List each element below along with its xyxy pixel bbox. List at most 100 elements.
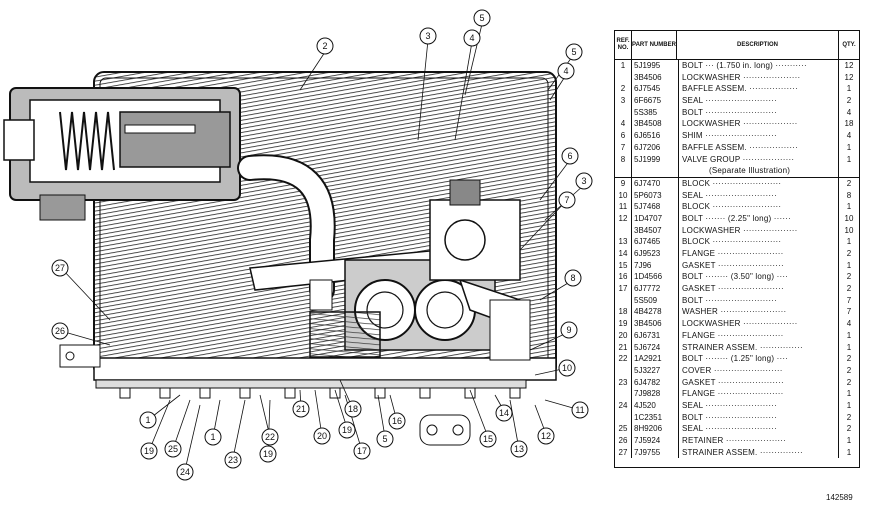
ref-cell (615, 165, 632, 177)
part-number-cell: 1D4566 (632, 271, 679, 284)
callout-24: 24 (176, 463, 194, 481)
ref-cell: 11 (615, 201, 632, 213)
ref-cell: 7 (615, 141, 632, 154)
qty-cell: 1 (838, 83, 859, 96)
qty-cell: 4 (838, 130, 859, 142)
description-cell: WASHER ······················· (682, 307, 787, 317)
svg-text:3: 3 (425, 31, 430, 41)
part-number-cell: 6J7470 (632, 177, 679, 190)
svg-text:19: 19 (342, 425, 352, 435)
description-cell: (Separate Illustration) (709, 166, 791, 176)
ref-cell: 24 (615, 399, 632, 412)
svg-text:9: 9 (566, 325, 571, 335)
description-cell: BOLT ··· (1.750 in. long) ··········· (682, 61, 807, 70)
ref-cell: 19 (615, 318, 632, 330)
svg-text:26: 26 (55, 326, 65, 336)
description-cell: BLOCK ························ (682, 237, 782, 247)
svg-text:18: 18 (348, 404, 358, 414)
qty-cell: 2 (838, 95, 859, 107)
qty-cell: 1 (838, 259, 859, 272)
svg-text:19: 19 (263, 449, 273, 459)
description-cell: STRAINER ASSEM. ··············· (682, 342, 803, 352)
description-cell: BOLT ························· (682, 107, 777, 117)
part-number-cell: 5J1995 (632, 60, 679, 72)
part-number-cell: 3B4506 (632, 71, 679, 84)
svg-text:4: 4 (469, 33, 474, 43)
part-number-cell: 6J6731 (632, 329, 679, 342)
svg-text:10: 10 (562, 363, 572, 373)
qty-cell: 4 (838, 318, 859, 330)
bottom-bolts (119, 387, 521, 446)
part-number-cell: 3B4506 (632, 318, 679, 330)
svg-text:21: 21 (296, 404, 306, 414)
svg-text:2: 2 (322, 41, 327, 51)
exploded-view-drawing: 2 3 4 5 5 4 6 3 7 8 9 10 11 12 13 14 15 … (3, 9, 593, 481)
strainer (309, 311, 381, 358)
svg-text:15: 15 (483, 434, 493, 444)
description-cell: BOLT ········ (3.50" long) ···· (682, 272, 789, 282)
description-cell: LOCKWASHER ··················· (682, 119, 798, 129)
valve-block (429, 179, 531, 361)
header-qty: QTY. (842, 41, 856, 48)
description-cell: STRAINER ASSEM. ··············· (682, 447, 803, 457)
ref-cell (615, 364, 632, 377)
qty-cell: 1 (838, 399, 859, 412)
svg-text:5: 5 (479, 13, 484, 23)
callout-5c: 5 (376, 430, 394, 448)
callout-19b: 19 (259, 445, 277, 463)
svg-text:24: 24 (180, 467, 190, 477)
svg-text:1: 1 (145, 415, 150, 425)
description-cell: SEAL ························· (682, 424, 777, 434)
part-number-cell: 6F6675 (632, 95, 679, 107)
part-number-cell: 6J7465 (632, 236, 679, 248)
description-cell: BOLT ······· (2.25" long) ······ (682, 213, 791, 223)
qty-cell: 1 (838, 435, 859, 447)
ref-cell: 23 (615, 376, 632, 389)
svg-text:14: 14 (499, 408, 509, 418)
qty-cell: 1 (838, 341, 859, 354)
callout-3b: 3 (575, 172, 593, 190)
header-description: DESCRIPTION (677, 31, 839, 59)
part-number-cell: 6J7206 (632, 141, 679, 154)
callout-9: 9 (560, 321, 578, 339)
qty-cell: 1 (838, 446, 859, 459)
qty-cell: 8 (838, 189, 859, 202)
ref-cell: 1 (615, 60, 632, 72)
ref-cell: 12 (615, 212, 632, 225)
callout-22: 22 (261, 428, 279, 446)
qty-cell (838, 165, 859, 177)
part-number-cell: 5J7468 (632, 201, 679, 213)
description-cell: GASKET ······················· (682, 377, 784, 387)
description-cell: BLOCK ························ (682, 202, 782, 212)
part-number-cell: 3B4507 (632, 224, 679, 237)
svg-text:5: 5 (571, 47, 576, 57)
ref-cell: 13 (615, 236, 632, 248)
callout-19a: 19 (140, 442, 158, 460)
callout-3: 3 (419, 27, 437, 45)
spring-cylinder (3, 87, 241, 221)
qty-cell: 10 (838, 224, 859, 237)
part-number-cell: 6J7545 (632, 83, 679, 96)
svg-text:7: 7 (564, 195, 569, 205)
callout-11: 11 (571, 401, 589, 419)
description-cell: BOLT ························· (682, 412, 777, 422)
ref-cell: 26 (615, 435, 632, 447)
ref-cell (615, 388, 632, 400)
callout-23: 23 (224, 451, 242, 469)
svg-text:22: 22 (265, 432, 275, 442)
callout-15: 15 (479, 430, 497, 448)
part-number-cell: 8H9206 (632, 423, 679, 435)
part-number-cell: 7J9755 (632, 446, 679, 459)
callout-5: 5 (473, 9, 491, 27)
svg-text:6: 6 (567, 151, 572, 161)
